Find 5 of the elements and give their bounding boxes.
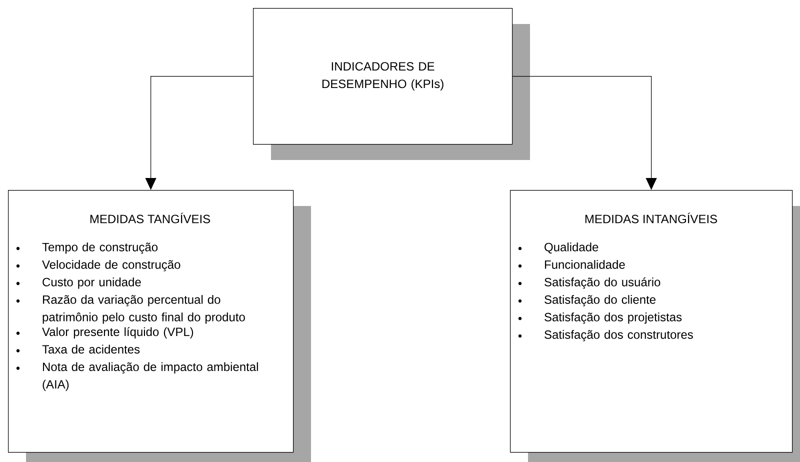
list-box: MEDIDAS TANGÍVEIS Tempo de construção Velocidade de construção Custo por unidade Razão da variação percentual do patrimônio pelo custo final do produto Valor presente líquido (VPL) Taxa de acidentes Nota de avaliação de impacto ambiental (AIA) bbox=[8, 190, 311, 462]
title-box: INDICADORES DE DESEMPENHO (KPIs) bbox=[253, 8, 530, 160]
list-box: MEDIDAS INTANGÍVEIS Qualidade Funcionalidade Satisfação do usuário Satisfação do cliente Satisfação dos projetistas Satisfação dos construtores bbox=[510, 190, 800, 462]
arrow bbox=[512, 76, 657, 190]
arrow bbox=[145, 76, 254, 190]
